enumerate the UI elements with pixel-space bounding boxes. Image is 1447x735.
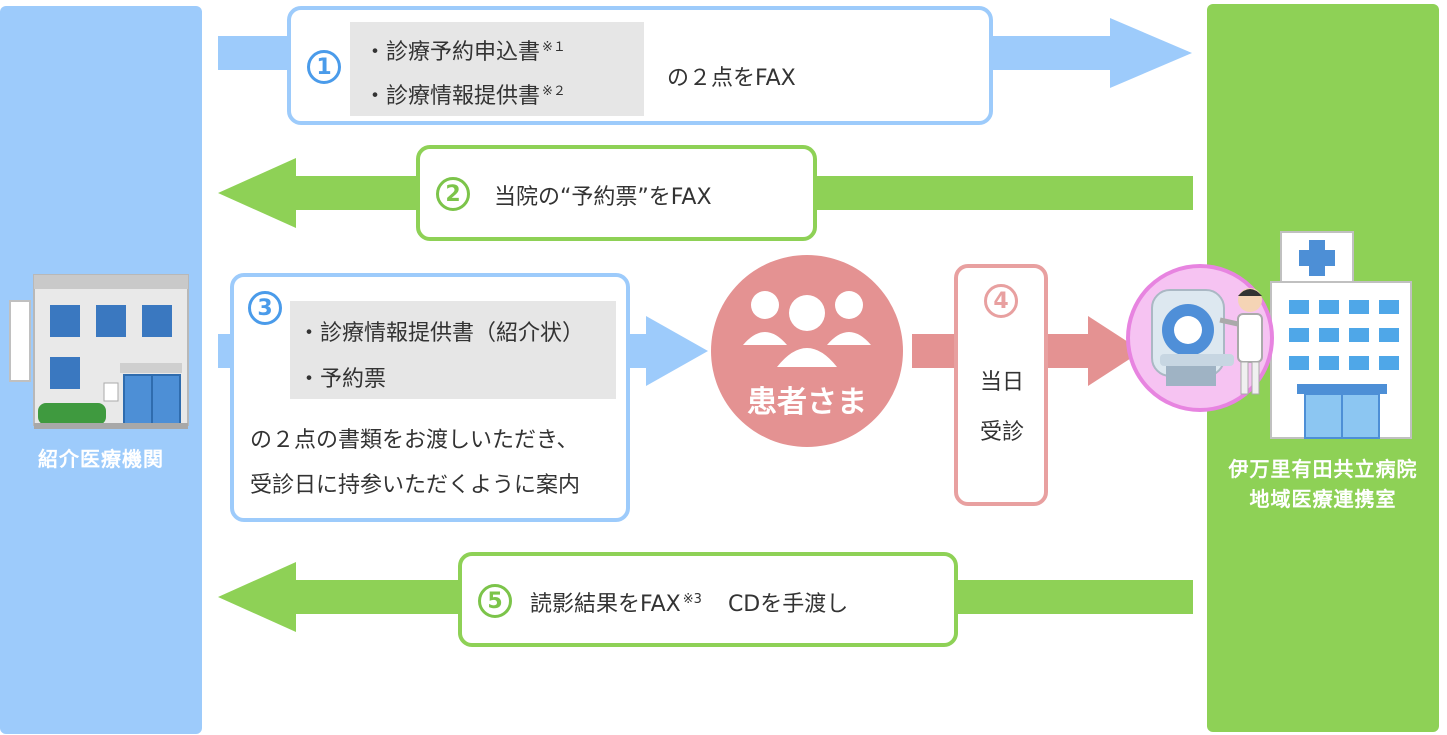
step4-box: 4 当日 受診 — [954, 264, 1048, 506]
ct-scanner-doctor-icon — [1126, 264, 1274, 412]
step1-box: 1 ・診療予約申込書※１ ・診療情報提供書※２ の２点をFAX — [287, 6, 993, 125]
referring-institution-label: 紹介医療機関 — [38, 447, 164, 471]
patient-label: 患者さま — [747, 385, 867, 420]
step1-number: 1 — [307, 50, 341, 84]
patient-circle: 患者さま — [711, 255, 903, 447]
step1-item-1: ・診療予約申込書※１ — [364, 39, 566, 65]
step5-text: 読影結果をFAX — [530, 592, 681, 617]
step4-line2: 受診 — [980, 420, 1025, 445]
step3-item-2: ・予約票 — [298, 367, 387, 392]
step2-box: 2 当院の“予約票”をFAX — [416, 145, 817, 241]
step3-documents: ・診療情報提供書（紹介状） ・予約票 — [290, 301, 616, 399]
people-icon — [743, 291, 871, 367]
step3-item-1: ・診療情報提供書（紹介状） — [298, 321, 585, 346]
step5-extra: CDを手渡し — [727, 592, 849, 617]
step4-line1: 当日 — [980, 370, 1025, 395]
step2-text: 当院の“予約票”をFAX — [494, 185, 712, 210]
step3-line2: 受診日に持参いただくように案内 — [250, 473, 581, 498]
hospital-building-icon — [1270, 231, 1412, 439]
step2-number: 2 — [436, 177, 470, 211]
step5-number: 5 — [478, 584, 512, 618]
step5-box: 5 読影結果をFAX※3 CDを手渡し — [458, 552, 958, 647]
step3-line1: の２点の書類をお渡しいただき、 — [250, 428, 579, 453]
step1-documents: ・診療予約申込書※１ ・診療情報提供書※２ — [350, 22, 644, 116]
step5-text-group: 読影結果をFAX※3 CDを手渡し — [530, 586, 848, 618]
step5-note: ※3 — [682, 591, 702, 607]
hospital-label-line2: 地域医療連携室 — [1249, 487, 1397, 511]
step3-box: 3 ・診療情報提供書（紹介状） ・予約票 の２点の書類をお渡しいただき、 受診日… — [230, 273, 630, 522]
step1-item-2: ・診療情報提供書※２ — [364, 83, 566, 109]
step3-number: 3 — [248, 291, 282, 325]
clinic-building-icon — [9, 274, 189, 429]
referring-institution-column: 紹介医療機関 — [0, 6, 202, 734]
step1-suffix: の２点をFAX — [667, 66, 796, 91]
hospital-label-line1: 伊万里有田共立病院 — [1228, 457, 1418, 481]
step4-number: 4 — [984, 284, 1018, 318]
